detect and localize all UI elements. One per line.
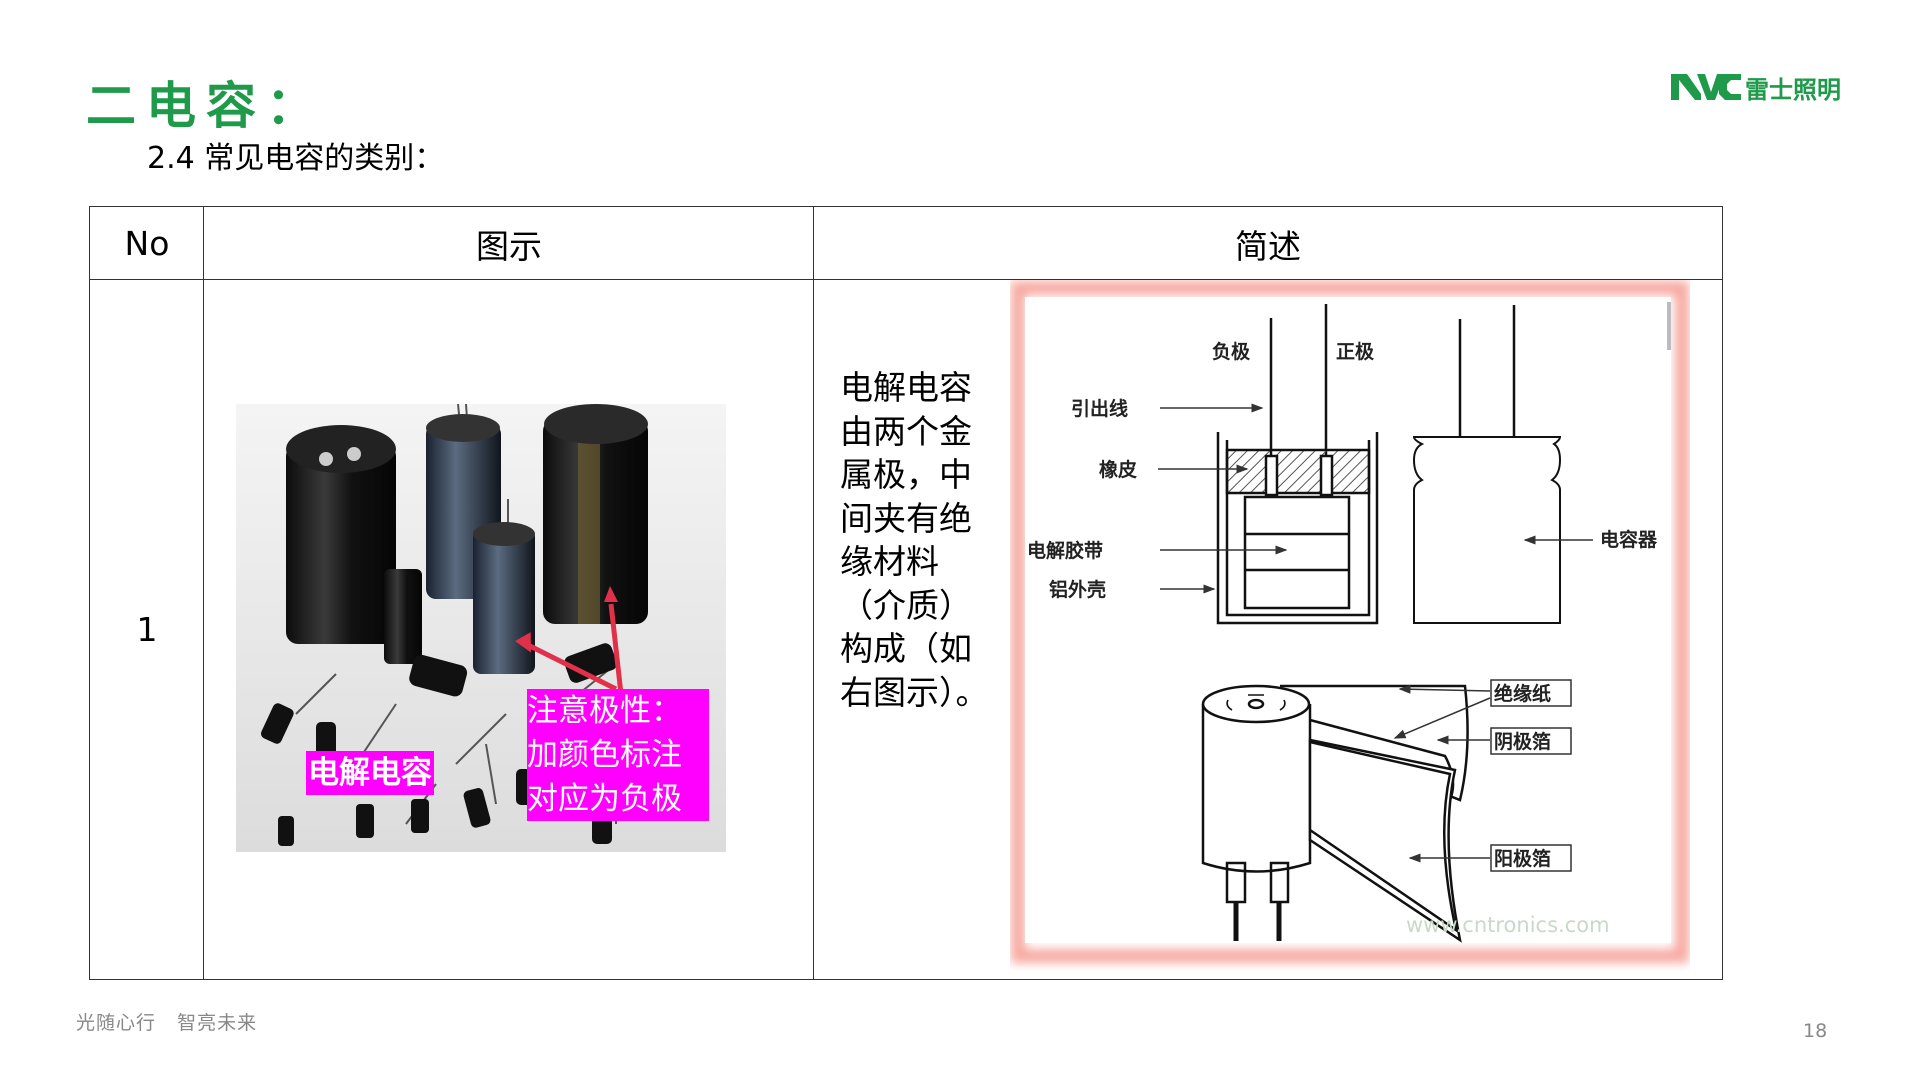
polarity-note-label: 注意极性： 加颜色标注 对应为负极 (527, 689, 709, 821)
capacitor-name-label: 电解电容 (306, 751, 434, 795)
section-subtitle: 2.4 常见电容的类别： (147, 141, 445, 176)
polarity-note-line: 对应为负极 (527, 781, 682, 817)
header-divider (90, 279, 1722, 280)
label-positive: 正极 (1336, 340, 1375, 363)
label-negative: 负极 (1212, 340, 1251, 363)
label-capacitor: 电容器 (1600, 528, 1658, 551)
diagram-frame-glow (1011, 281, 1689, 963)
polarity-note-line: 注意极性： (527, 693, 682, 729)
page-number: 18 (1803, 1020, 1828, 1042)
label-insulating-paper: 绝缘纸 (1494, 682, 1551, 705)
capacitor-types-table: No 图示 简述 1 (89, 206, 1723, 980)
label-electrolytic-tape: 电解胶带 (1027, 539, 1103, 562)
column-divider (813, 207, 814, 979)
page-title: 二电容： (86, 77, 326, 135)
electrolytic-capacitor-photo: 电解电容 注意极性： 加颜色标注 对应为负极 (236, 404, 726, 852)
label-anode-foil: 阳极箔 (1494, 847, 1551, 870)
diagram-scroll-mark (1667, 302, 1671, 350)
polarity-note-line: 加颜色标注 (527, 737, 682, 773)
label-cathode-foil: 阴极箔 (1494, 730, 1551, 753)
row-number: 1 (136, 610, 158, 649)
column-header-description: 简述 (1235, 226, 1301, 266)
label-aluminum-shell: 铝外壳 (1049, 578, 1106, 601)
svg-text:雷士照明: 雷士照明 (1745, 76, 1841, 104)
column-header-illustration: 图示 (476, 226, 542, 266)
label-rubber: 橡皮 (1099, 458, 1137, 481)
diagram-watermark: www.cntronics.com (1406, 913, 1610, 937)
footer-slogan: 光随心行 智亮未来 (76, 1012, 258, 1034)
capacitor-structure-diagram: 负极 正极 引出线 橡皮 电解胶带 铝外壳 电容器 绝缘纸 阴极箔 阳极箔 ww… (1011, 281, 1689, 963)
label-lead-wire: 引出线 (1071, 397, 1128, 420)
nvc-logo: 雷士照明 (1671, 74, 1841, 104)
column-header-no: No (124, 224, 170, 263)
capacitor-description: 电解电容由两个金属极，中间夹有绝缘材料（介质）构成（如右图示）。 (840, 368, 989, 712)
column-divider (203, 207, 204, 979)
